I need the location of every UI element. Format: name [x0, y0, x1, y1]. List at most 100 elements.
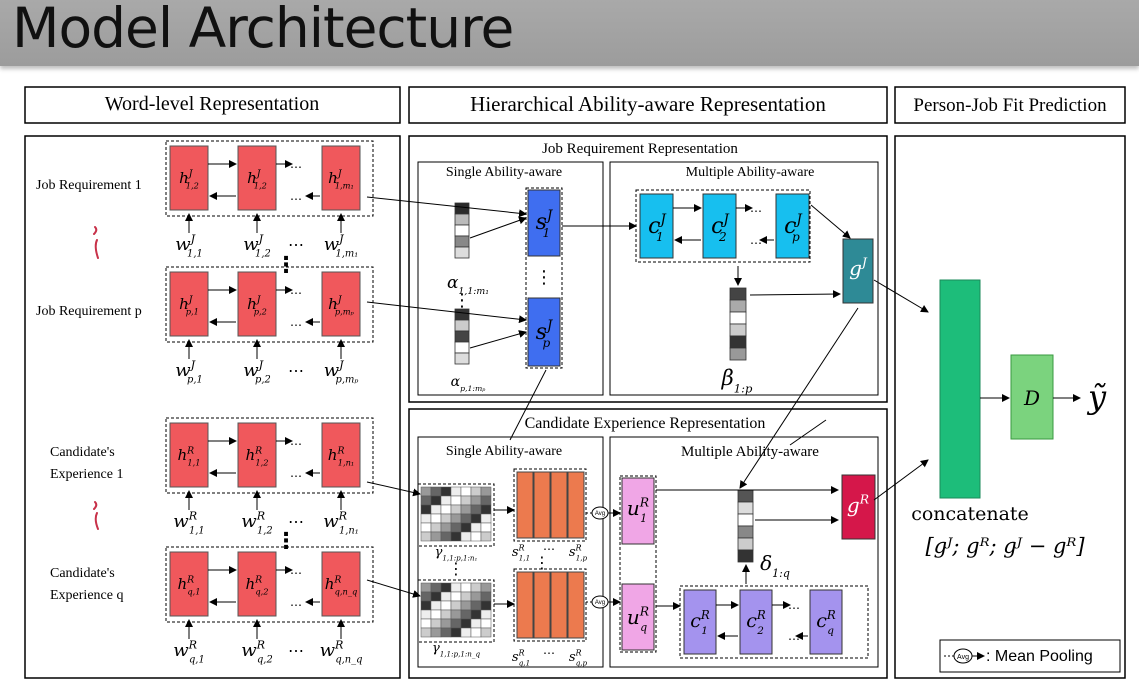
forward-ellipsis: … [788, 598, 800, 612]
heatmap-cell [480, 609, 492, 620]
heatmap-cell [430, 627, 442, 638]
section-title-hierarchical: Hierarchical Ability-aware Representatio… [470, 92, 826, 116]
hidden-state-label-sup: J [336, 169, 343, 180]
backward-ellipsis: … [290, 189, 302, 203]
attention-weight-cell [454, 330, 470, 343]
hidden-state-label-sub: 1,n₁ [338, 457, 355, 467]
row-label-cand-1b: Experience 1 [50, 467, 123, 482]
c-j-label-sup: J [720, 212, 730, 228]
heatmap-cell [460, 618, 472, 629]
c-r-label-base: c [690, 610, 701, 632]
cand-panel-title: Candidate Experience Representation [525, 415, 766, 432]
backward-ellipsis: … [290, 315, 302, 329]
heatmap-cell [420, 600, 432, 611]
heatmap-cell [480, 582, 492, 593]
avg-pooling-icon-label: Avg [595, 600, 605, 606]
heatmap-cell [430, 504, 442, 515]
attention-bar-alpha-1 [454, 202, 470, 259]
hidden-state-label-base: h [247, 169, 257, 187]
dense-layer-block [1010, 354, 1054, 440]
lstm-cell [321, 551, 361, 617]
heatmap-cell [460, 591, 472, 602]
s-j-1-label-sup: J [544, 208, 554, 224]
u-r-1-label-sup: R [639, 495, 649, 510]
g-j-label-sup: J [859, 255, 868, 270]
gamma-1-label-base: γ [435, 545, 443, 560]
heatmap-cell [470, 513, 482, 524]
hidden-state-label-sup: J [255, 169, 262, 180]
heatmap-frame [417, 579, 495, 643]
job-single-box [417, 161, 604, 396]
word-ellipsis: … [288, 637, 304, 656]
c-r-label-sup: R [756, 608, 766, 622]
c-r-label-base: c [816, 610, 827, 632]
section-title-word-level: Word-level Representation [105, 93, 319, 115]
heatmap-cell [470, 486, 482, 497]
g-j-label-base: g [849, 256, 862, 280]
u-r-1-block [621, 477, 655, 545]
s-j-1-label-base: s [536, 210, 547, 235]
attention-weight-cell [737, 501, 754, 515]
heatmap-cell [470, 531, 482, 542]
hidden-state-label-base: h [179, 295, 189, 313]
word-embedding-label-sup: J [189, 358, 196, 371]
delta-label-base: δ [760, 551, 772, 575]
s-r-column [516, 571, 534, 639]
word-embedding-label-sup: R [338, 509, 347, 522]
heatmap-cell [480, 513, 492, 524]
attention-weight-cell [454, 213, 470, 226]
row-label-cand-qa: Candidate's [50, 566, 115, 581]
attention-weight-cell [454, 202, 470, 215]
heatmap-cell [450, 627, 462, 638]
forward-ellipsis: … [290, 157, 302, 171]
u-r-q-block [621, 583, 655, 651]
heatmap-cell [470, 618, 482, 629]
backward-ellipsis: … [290, 466, 302, 480]
heatmap-cell [440, 495, 452, 506]
word-embedding-label-sub: p,1 [187, 374, 203, 385]
section-header-box [894, 86, 1126, 124]
backward-ellipsis: … [750, 233, 762, 247]
s-r-column [567, 471, 585, 539]
c-r-cell [683, 589, 717, 655]
s-r-column [533, 571, 551, 639]
attention-weight-cell [729, 347, 747, 361]
lstm-cell [169, 422, 209, 488]
word-embedding-label-base: w [175, 360, 191, 381]
attention-arrow [469, 216, 527, 239]
hidden-state-label-sup: R [254, 575, 262, 586]
heatmap-cell [450, 582, 462, 593]
ellipsis-mark [93, 501, 99, 530]
hidden-state-label-sub: q,2 [255, 586, 268, 596]
lstm-cell [321, 145, 361, 211]
delta-label: δ1:q [760, 551, 790, 580]
attention-bar-beta [729, 287, 747, 361]
attention-weight-cell [454, 319, 470, 332]
s-j-p-label-base: s [536, 320, 547, 345]
heatmap-cell [430, 531, 442, 542]
heatmap-cell [440, 618, 452, 629]
heatmap-cell [420, 486, 432, 497]
c-j-label-base: c [648, 214, 660, 239]
row-label-cand-1a: Candidate's [50, 445, 115, 460]
backward-ellipsis: … [290, 595, 302, 609]
gamma-vdots: ⋮ [448, 559, 464, 578]
heatmap-cell [430, 495, 442, 506]
s-r-qp-label-sub: q,p [576, 659, 588, 668]
heatmap-cell [420, 591, 432, 602]
heatmap-cell [470, 495, 482, 506]
attention-arrow [469, 330, 527, 349]
